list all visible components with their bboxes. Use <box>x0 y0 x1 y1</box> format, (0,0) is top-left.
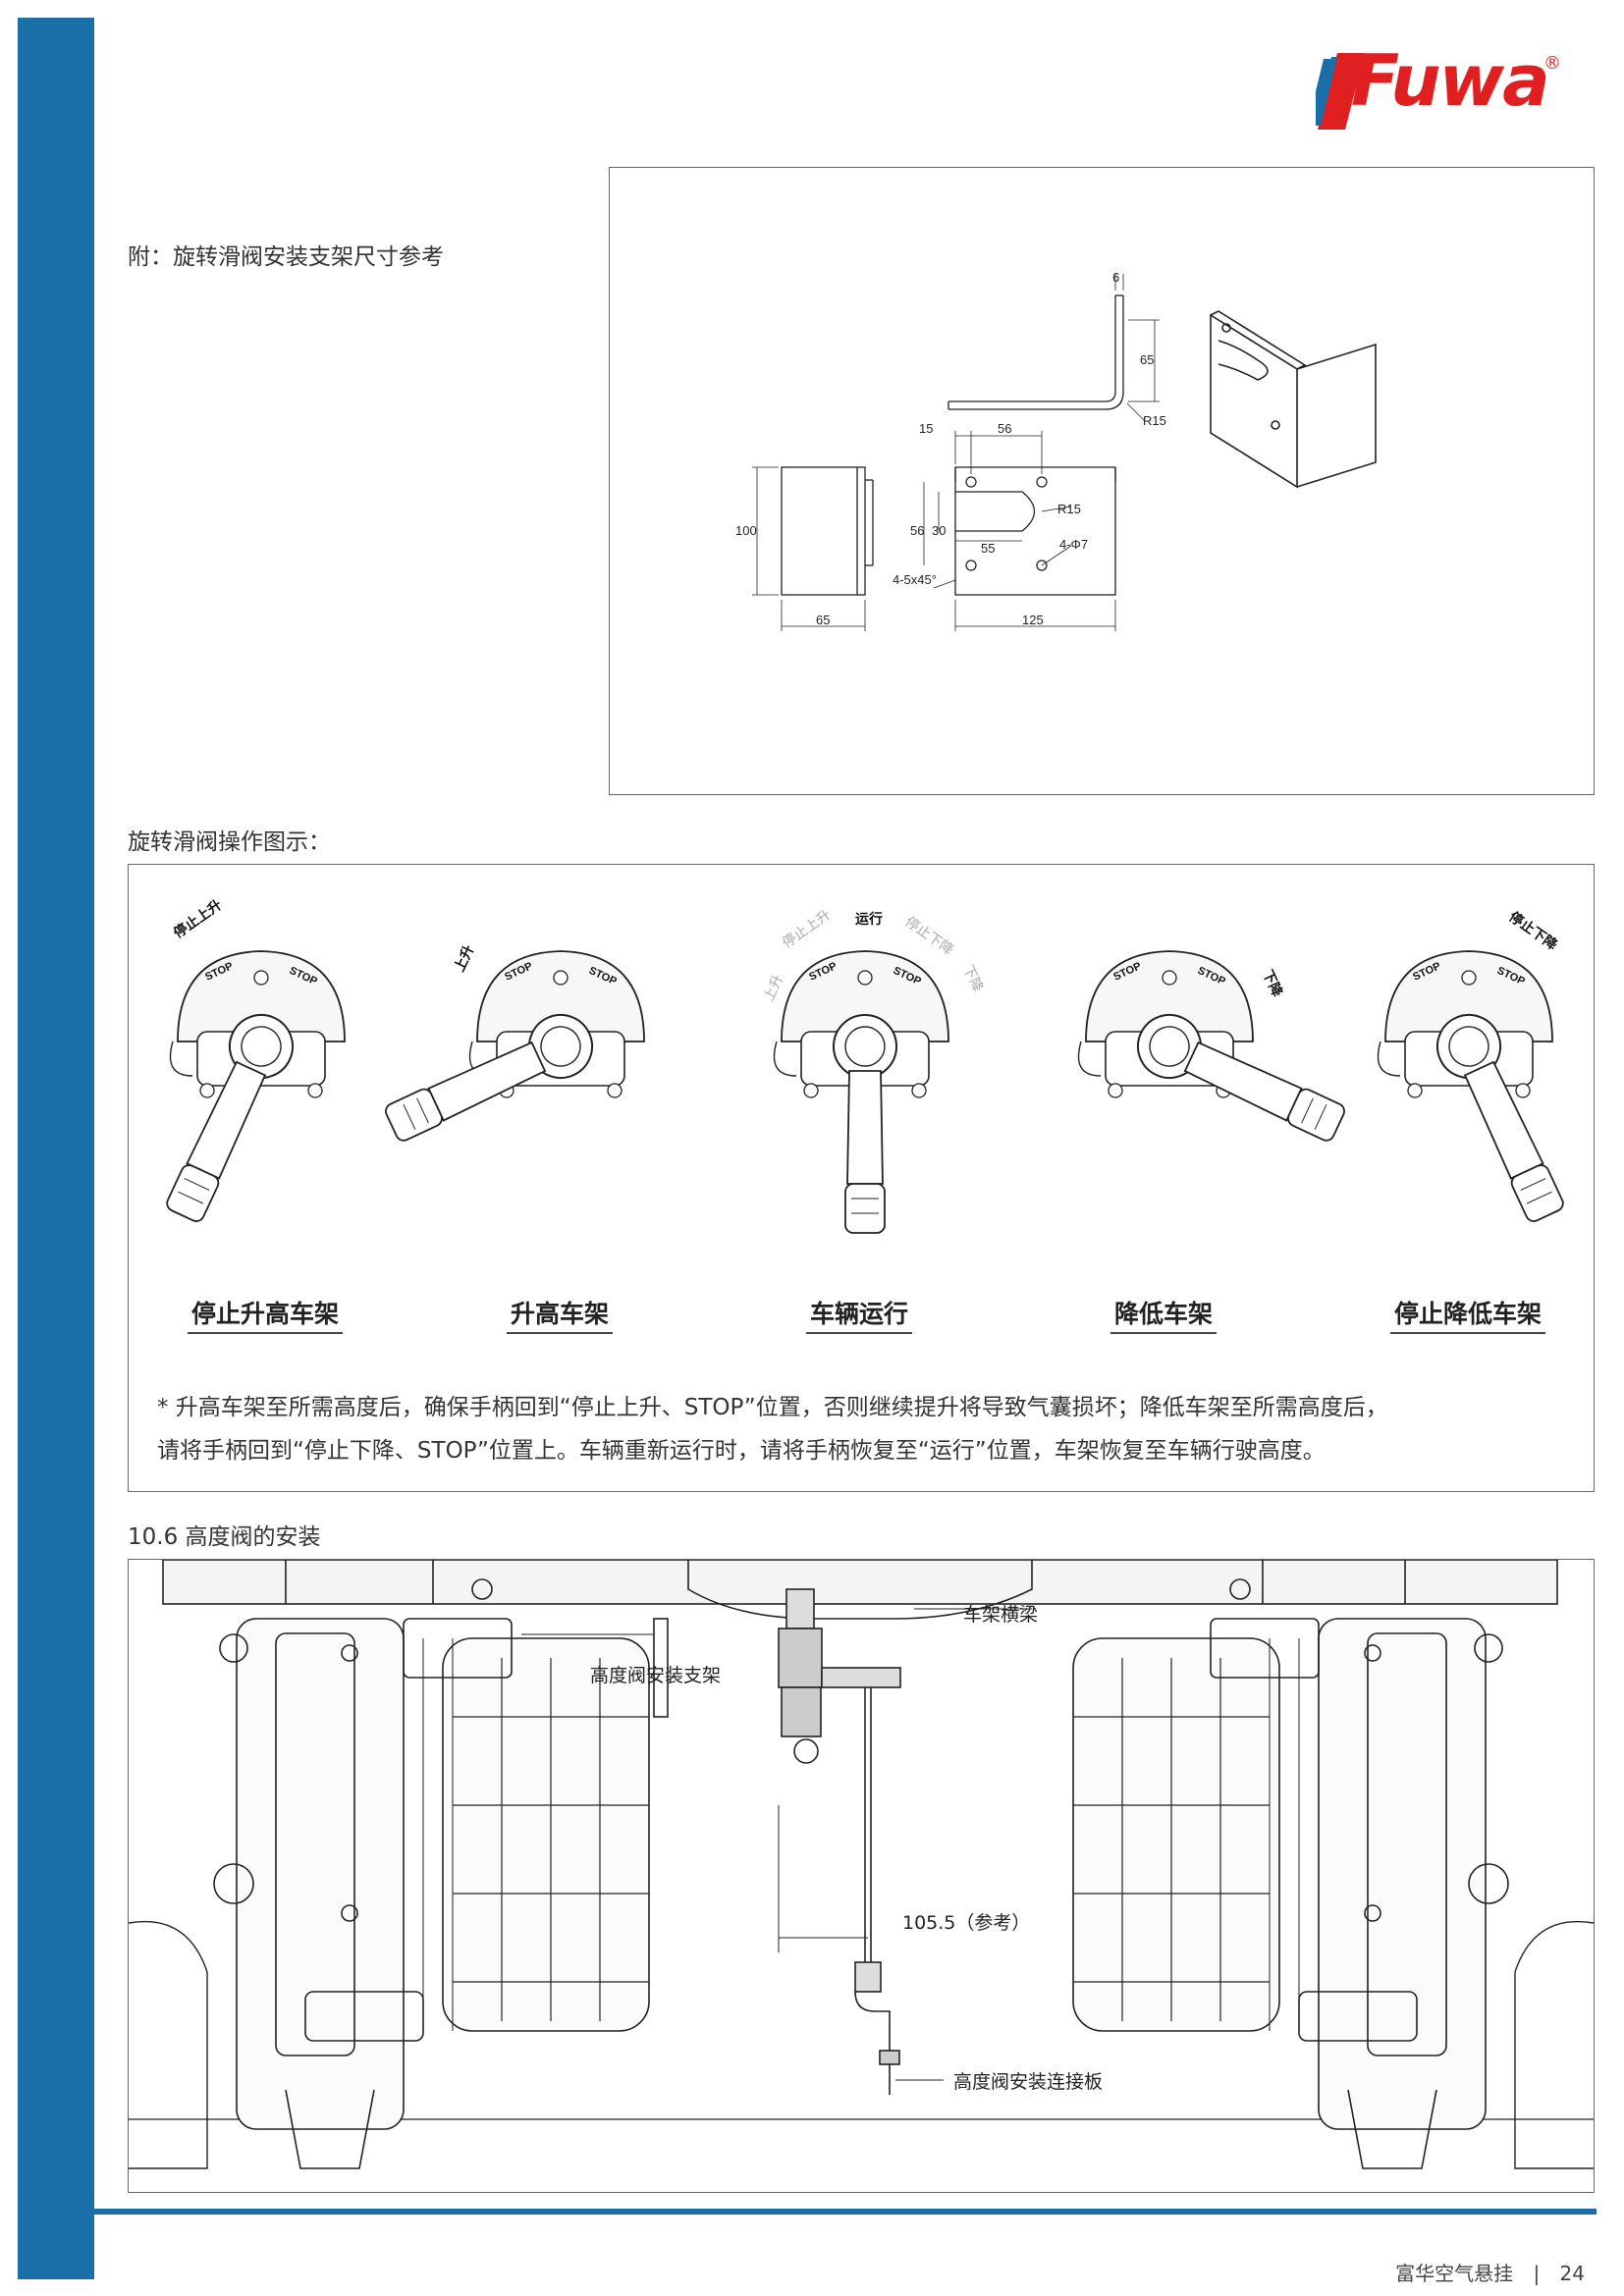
bracket-caption: 附：旋转滑阀安装支架尺寸参考 <box>128 244 444 270</box>
dim-phi7: 4-Φ7 <box>1059 537 1088 552</box>
position-label-raise: 升高车架 <box>507 1295 613 1334</box>
callout-valve-bracket: 高度阀安装支架 <box>590 1665 721 1686</box>
footer-separator: | <box>1533 2262 1541 2285</box>
dim-30: 30 <box>932 523 946 538</box>
height-valve-assembly <box>653 1588 901 2095</box>
valve-handle <box>385 1014 593 1142</box>
page-number: 24 <box>1559 2262 1585 2285</box>
dim-125: 125 <box>1022 613 1044 627</box>
position-label-stop-raise: 停止升高车架 <box>188 1295 343 1334</box>
dial-label-down-faint: 下降 <box>959 963 985 994</box>
dim-15: 15 <box>919 421 933 436</box>
valve-handle <box>166 1014 294 1222</box>
height-valve-caption: 10.6 高度阀的安装 <box>128 1524 321 1550</box>
dim-65-vertical: 65 <box>1140 352 1154 367</box>
footer-title: 富华空气悬挂 <box>1395 2262 1514 2285</box>
logo-registered-mark: ® <box>1543 53 1561 74</box>
dim-r15-slot: R15 <box>1057 502 1081 516</box>
bracket-profile-outer <box>948 295 1116 402</box>
bracket-dimension-drawing: 6 65 R15 15 56 100 R15 56 30 55 4-Φ7 4-5… <box>735 270 1377 631</box>
dial-label-up: 上升 <box>451 942 477 975</box>
height-valve-drawing-box: 高度阀安装支架 车架横梁 105.5（参考） 高度阀安装连接板 <box>128 1559 1595 2193</box>
dim-55: 55 <box>981 541 995 556</box>
dim-100: 100 <box>735 523 757 538</box>
fuwa-logo: Fuwa ® <box>1316 39 1571 137</box>
dial-label-stop-up-faint: 停止上升 <box>780 906 835 951</box>
footer-rule <box>94 2209 1597 2215</box>
dim-r15-profile: R15 <box>1143 413 1166 428</box>
valve-caption: 旋转滑阀操作图示： <box>128 829 331 855</box>
dial-label-stop-up: 停止上升 <box>171 896 226 941</box>
position-label-drive: 车辆运行 <box>806 1295 912 1334</box>
valve-note: * 升高车架至所需高度后，确保手柄回到“停止上升、STOP”位置，否则继续提升将… <box>157 1386 1571 1472</box>
page-footer: 富华空气悬挂 | 24 <box>1395 2258 1585 2286</box>
logo-wordmark: Fuwa <box>1351 39 1550 122</box>
dim-6: 6 <box>1112 270 1119 285</box>
right-suspension-assembly <box>1072 1578 1594 2169</box>
valve-handle <box>1137 1014 1345 1142</box>
dial-label-down: 下降 <box>1259 968 1286 1000</box>
callout-dimension: 105.5（参考） <box>902 1912 1030 1934</box>
dial-label-stop-down: 停止下降 <box>1506 908 1561 954</box>
valve-handle <box>833 1014 897 1234</box>
valve-note-line-2: 请将手柄回到“停止下降、STOP”位置上。车辆重新运行时，请将手柄恢复至“运行”… <box>157 1438 1326 1464</box>
dim-65-bottom: 65 <box>816 613 830 627</box>
bracket-drawing-box: 6 65 R15 15 56 100 R15 56 30 55 4-Φ7 4-5… <box>609 167 1595 795</box>
valve-handle <box>1436 1014 1564 1222</box>
dial-label-stop-down-faint: 停止下降 <box>902 913 957 958</box>
side-accent-bar <box>18 18 94 2279</box>
dim-56-side: 56 <box>910 523 924 538</box>
dim-chamfer: 4-5x45° <box>893 572 937 587</box>
height-valve-drawing: 高度阀安装支架 车架横梁 105.5（参考） 高度阀安装连接板 <box>129 1560 1594 2169</box>
callout-connecting-plate: 高度阀安装连接板 <box>953 2071 1103 2093</box>
position-label-stop-lower: 停止降低车架 <box>1390 1295 1545 1334</box>
dial-label-run: 运行 <box>855 911 883 928</box>
callout-crossbeam: 车架横梁 <box>963 1604 1038 1626</box>
dim-56-top: 56 <box>998 421 1011 436</box>
bracket-isometric-view <box>1210 310 1377 489</box>
dial-label-up-faint: 上升 <box>761 973 786 1004</box>
position-label-lower: 降低车架 <box>1110 1295 1217 1334</box>
left-suspension-assembly <box>129 1578 650 2169</box>
logo-stripes-icon <box>1316 53 1365 130</box>
valve-note-line-1: * 升高车架至所需高度后，确保手柄回到“停止上升、STOP”位置，否则继续提升将… <box>157 1395 1388 1420</box>
